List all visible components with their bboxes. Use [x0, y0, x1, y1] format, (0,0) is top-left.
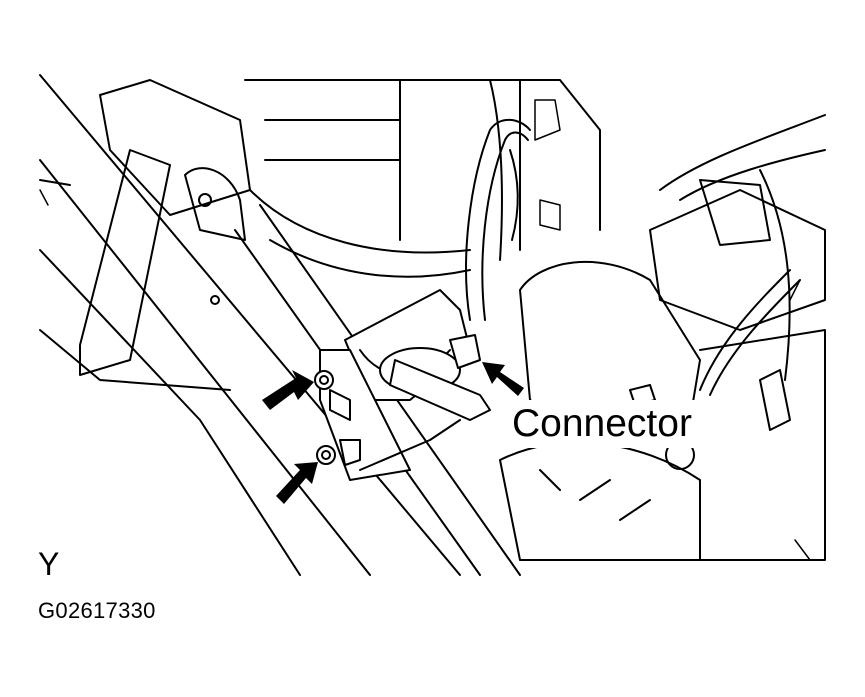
- arrow-lower-bolt: [276, 462, 318, 504]
- mounting-plate: [319, 349, 461, 481]
- lower-bolt: [316, 445, 336, 465]
- connector-callout-label: Connector: [508, 400, 696, 448]
- arrow-connector: [482, 362, 524, 396]
- figure-code: G02617330: [38, 598, 156, 623]
- view-letter: Y: [38, 546, 60, 582]
- upper-housing: [99, 79, 601, 278]
- sensor-assembly: [344, 289, 491, 421]
- arrow-upper-bolt: [262, 370, 314, 410]
- actuator-housing: [499, 189, 826, 561]
- upper-bolt: [314, 370, 334, 390]
- wire-harness: [465, 114, 826, 396]
- left-bracket: [39, 149, 246, 391]
- section-edges: [39, 189, 811, 561]
